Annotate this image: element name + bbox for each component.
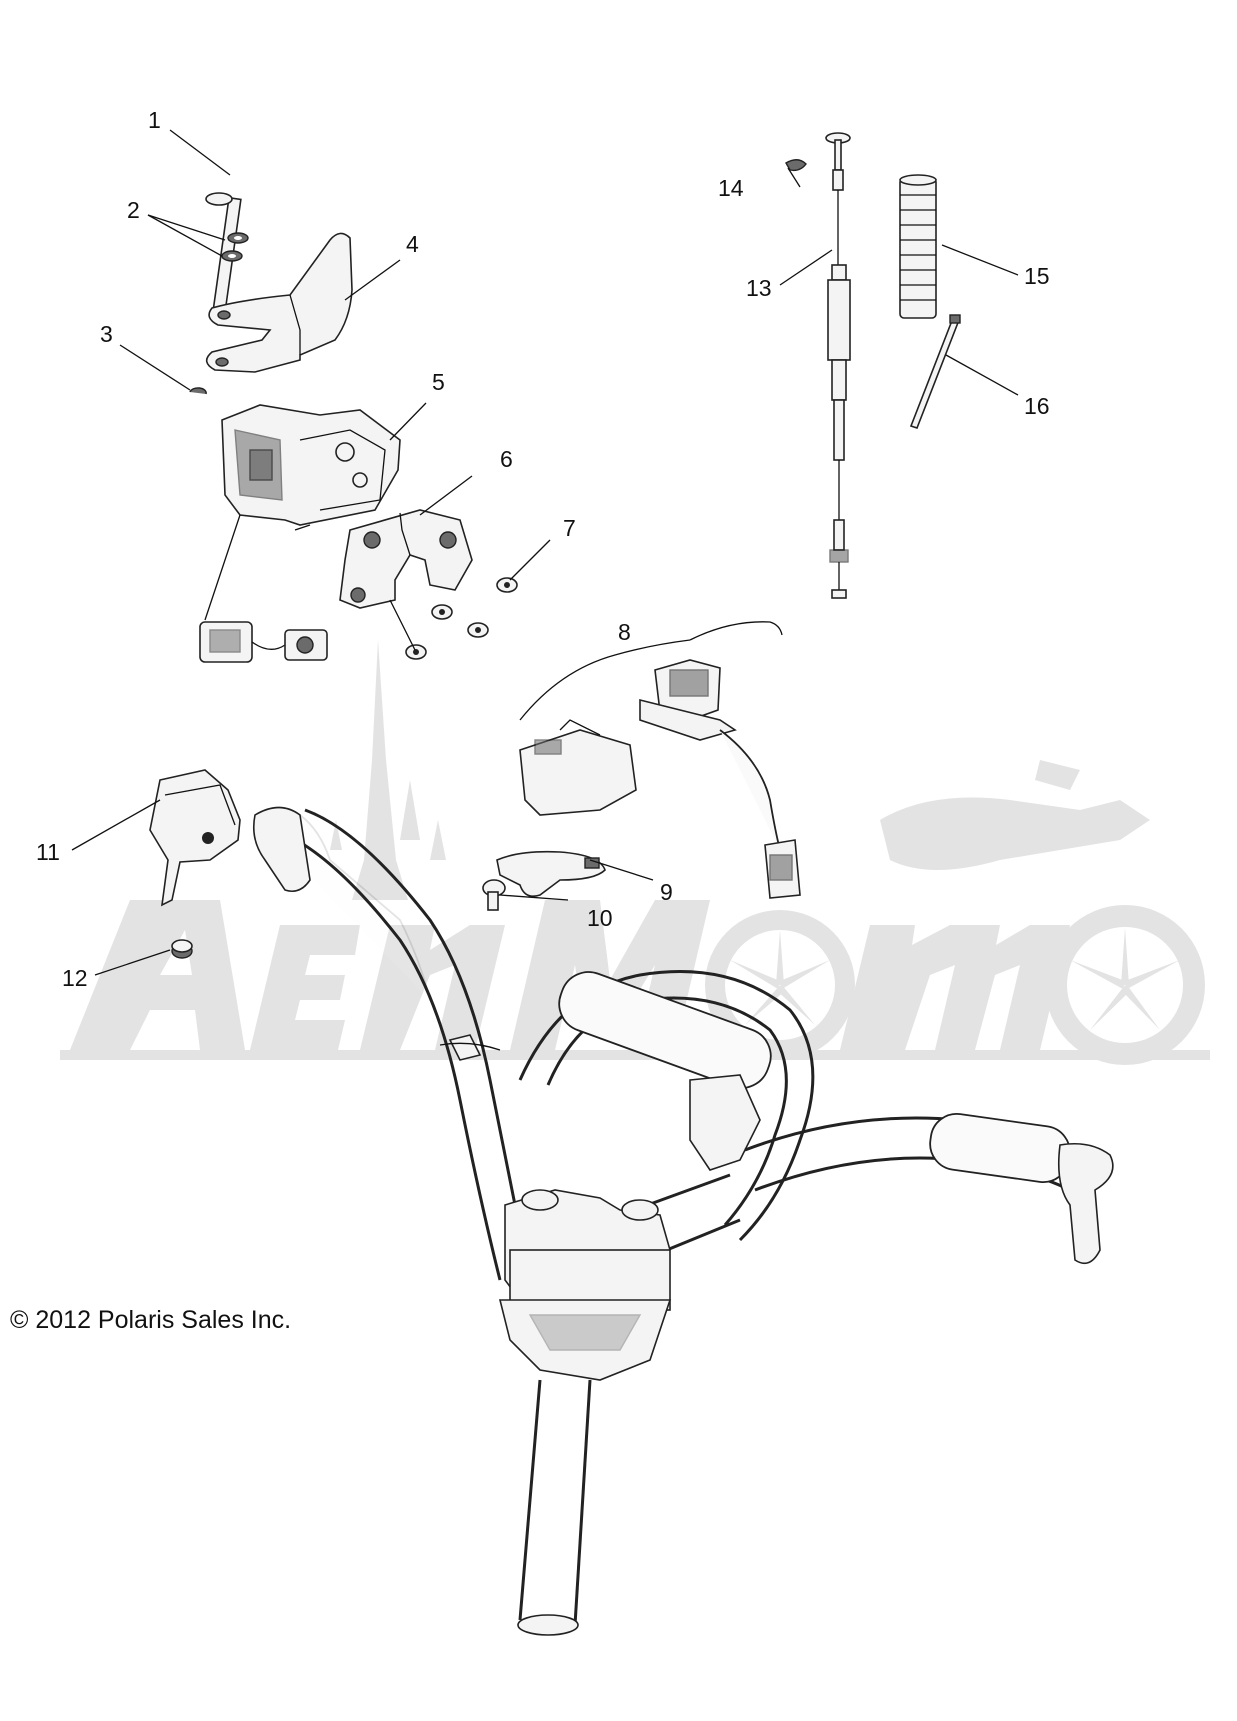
callout-4: 4: [406, 231, 419, 257]
handlebar-assembly: [252, 806, 1114, 1636]
part-8-switch-assembly: [519, 659, 801, 899]
part-12-set-screw: [171, 939, 193, 959]
part-6-cover-plate: [339, 509, 473, 609]
part-14-clip: [785, 159, 807, 172]
part-9-clamp: [496, 850, 606, 898]
part-15-grip-sleeve: [899, 174, 937, 319]
callout-14: 14: [718, 175, 744, 201]
callout-1: 1: [148, 107, 161, 133]
part-16-tie-strap: [909, 314, 961, 429]
callout-15: 15: [1024, 263, 1050, 289]
callout-7: 7: [563, 515, 576, 541]
callout-5: 5: [432, 369, 445, 395]
callout-16: 16: [1024, 393, 1050, 419]
callout-6: 6: [500, 446, 513, 472]
callout-2: 2: [127, 197, 140, 223]
part-10-screw: [482, 879, 506, 911]
callout-12: 12: [62, 965, 88, 991]
part-7-screws: [405, 577, 518, 660]
switch-connector: [199, 621, 328, 663]
callout-10: 10: [587, 905, 613, 931]
part-4-bracket: [205, 232, 353, 373]
callout-labels: 1 2 3 4 5 6 7 8 9 10 11 12 13 14 15 16: [36, 107, 1050, 991]
part-11-lever-bracket: [149, 769, 241, 907]
callout-9: 9: [660, 879, 673, 905]
callout-8: 8: [618, 619, 631, 645]
callout-13: 13: [746, 275, 772, 301]
copyright-notice: © 2012 Polaris Sales Inc.: [10, 1306, 292, 1334]
callout-11: 11: [36, 839, 60, 865]
leader-lines: [71, 129, 1019, 976]
part-5-switch-housing: [221, 404, 401, 526]
part-3-e-clip: [189, 387, 207, 395]
part-13-cable: [825, 132, 851, 599]
callout-3: 3: [100, 321, 113, 347]
